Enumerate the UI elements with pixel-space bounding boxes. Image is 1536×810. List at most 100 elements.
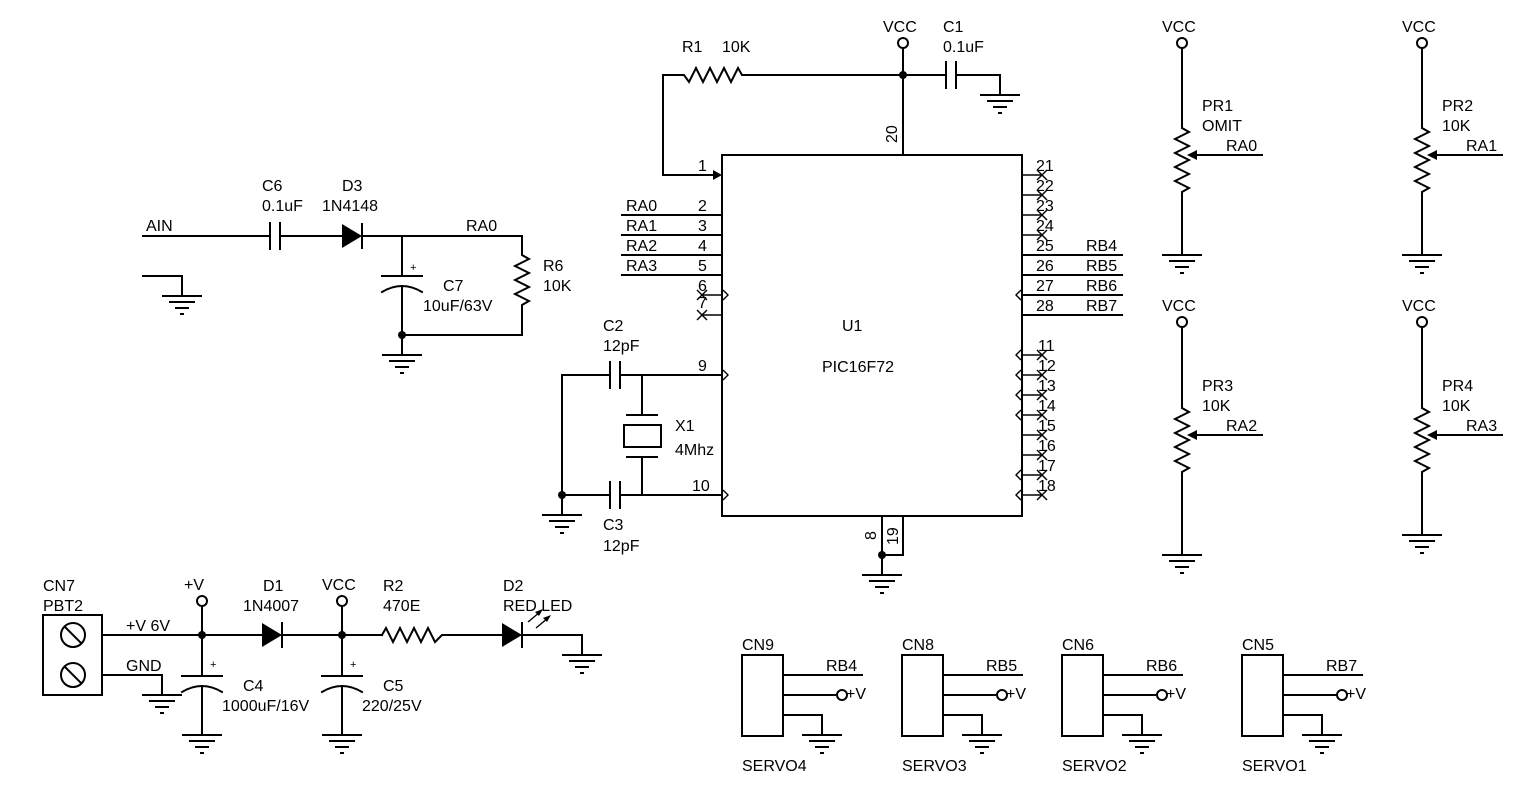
u1-pin-7: 7 [698,295,707,312]
cn5-ref: CN5 [1242,637,1274,654]
u1-pin-18: 18 [1038,478,1056,495]
d2-ref: D2 [503,578,524,595]
u1-pin-24: 24 [1036,218,1054,235]
pr2-value: 10K [1442,118,1471,135]
servo-connector-cn6: CN6 RB6 +V SERVO2 [1061,637,1186,775]
vplus-label-supply: +V [184,577,204,594]
pot-pr2: VCC PR2 10K RA1 [1401,19,1503,274]
u1-pin-8: 8 [863,531,880,540]
net-label-ra3: RA3 [626,258,657,275]
r2-ref: R2 [383,578,404,595]
u1-pin-23: 23 [1036,198,1054,215]
c4-value: 1000uF/16V [222,698,310,715]
c7-plus-sign: + [410,262,416,274]
u1-pin-16: 16 [1038,438,1056,455]
u1-pin-13: 13 [1038,378,1056,395]
cn8-supply: +V [1006,686,1026,703]
u1-ref: U1 [842,318,863,335]
cn7-value: PBT2 [43,598,83,615]
ain-label: AIN [146,218,173,235]
r1-value: 10K [722,39,751,56]
u1-pin-15: 15 [1038,418,1056,435]
u1-pin-17: 17 [1038,458,1056,475]
c4-ref: C4 [243,678,264,695]
pot-pr4: VCC PR4 10K RA3 [1401,298,1503,554]
pot-pr3: VCC PR3 10K RA2 [1161,298,1263,574]
pot-pr1: VCC PR1 OMIT RA0 [1161,19,1263,274]
pr2-ref: PR2 [1442,98,1473,115]
net-label-rb6: RB6 [1086,278,1117,295]
c2-value: 12pF [603,338,640,355]
cn6-net: RB6 [1146,658,1177,675]
cn7-vplus-net: +V 6V [126,618,170,635]
c1-capacitor: C1 0.1uF [902,19,1021,114]
cn5-net: RB7 [1326,658,1357,675]
vcc-label-u1: VCC [883,19,917,36]
pr4-net: RA3 [1466,418,1497,435]
c4-plus-sign: + [210,659,216,671]
pr4-value: 10K [1442,398,1471,415]
cn9-supply: +V [846,686,866,703]
cn7-gnd-net: GND [126,658,162,675]
u1-pin-19: 19 [885,527,902,545]
u1-pin-27: 27 [1036,278,1054,295]
u1-pin-10: 10 [692,478,710,495]
analog-input-circuit: AIN C6 0.1uF D3 1N4148 RA0 + C7 10uF/63V… [142,178,572,374]
net-label-ra2: RA2 [626,238,657,255]
u1-pin-6: 6 [698,278,707,295]
pr1-net: RA0 [1226,138,1257,155]
pr1-ref: PR1 [1202,98,1233,115]
c2-ref: C2 [603,318,624,335]
pr4-ref: PR4 [1442,378,1473,395]
r6-value: 10K [543,278,572,295]
x1-value: 4Mhz [675,442,714,459]
ra0-net-label: RA0 [466,218,497,235]
u1-pin-25: 25 [1036,238,1054,255]
u1-pin-2: 2 [698,198,707,215]
cn8-net: RB5 [986,658,1017,675]
cn8-name: SERVO3 [902,758,967,775]
cn9-ref: CN9 [742,637,774,654]
cn6-name: SERVO2 [1062,758,1127,775]
c3-ref: C3 [603,517,624,534]
vcc-label-pr4: VCC [1402,298,1436,315]
c7-ref: C7 [443,278,464,295]
cn5-name: SERVO1 [1242,758,1307,775]
c1-value: 0.1uF [943,39,984,56]
pr3-value: 10K [1202,398,1231,415]
pr2-net: RA1 [1466,138,1497,155]
cn5-supply: +V [1346,686,1366,703]
pr1-value: OMIT [1202,118,1242,135]
d1-ref: D1 [263,578,284,595]
d1-value: 1N4007 [243,598,299,615]
c6-ref: C6 [262,178,283,195]
oscillator-circuit: 9 10 C2 12pF C3 12pF X1 4Mhz [541,318,729,555]
r1-resistor: R1 10K 1 [662,39,904,180]
x1-ref: X1 [675,418,695,435]
vcc-label-pr1: VCC [1162,19,1196,36]
net-label-ra0: RA0 [626,198,657,215]
u1-pin-1: 1 [698,158,707,175]
net-label-ra1: RA1 [626,218,657,235]
u1-pin-22: 22 [1036,178,1054,195]
u1-pin-21: 21 [1036,158,1054,175]
pr3-net: RA2 [1226,418,1257,435]
u1-ground-connection: 8 19 [861,515,904,594]
net-label-rb7: RB7 [1086,298,1117,315]
power-supply-circuit: CN7 PBT2 +V 6V GND +V + C4 1000uF/16V D1… [42,577,603,754]
u1-part: PIC16F72 [822,359,894,376]
u1-left-pins: RA0 RA1 RA2 RA3 2 3 4 5 6 7 [621,198,729,321]
c5-value: 220/25V [362,698,422,715]
c1-ref: C1 [943,19,964,36]
d3-ref: D3 [342,178,363,195]
pr3-ref: PR3 [1202,378,1233,395]
c5-ref: C5 [383,678,404,695]
cn6-supply: +V [1166,686,1186,703]
u1-microcontroller: U1 PIC16F72 [721,154,1023,517]
u1-pin-20: 20 [884,125,901,143]
cn9-net: RB4 [826,658,857,675]
r2-value: 470E [383,598,420,615]
u1-pin-11: 11 [1038,338,1055,355]
net-label-rb4: RB4 [1086,238,1117,255]
